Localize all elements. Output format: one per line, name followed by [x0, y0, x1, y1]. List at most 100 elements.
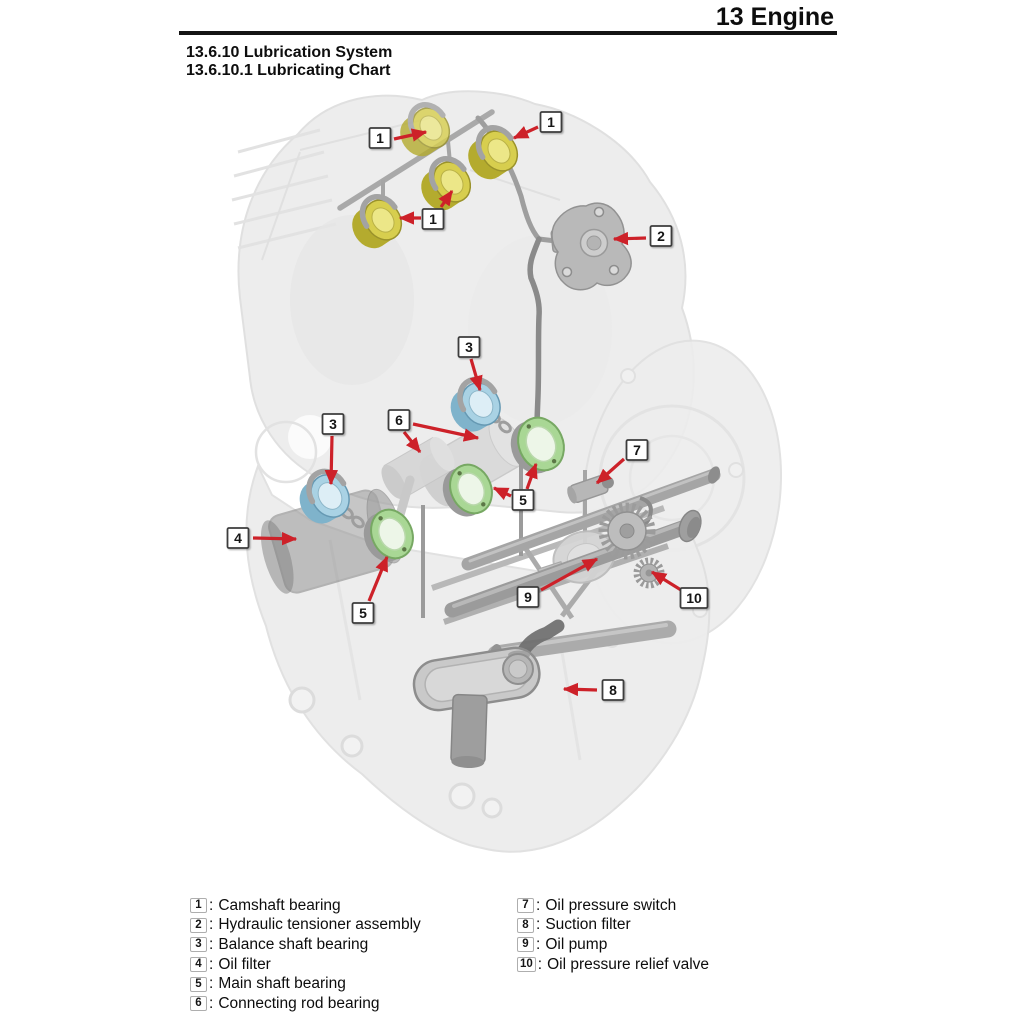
callout-box — [226, 527, 250, 549]
callout-arrow — [324, 435, 339, 486]
legend-label: Oil pump — [545, 935, 608, 953]
callout-camshaft-bearing-top: 1 — [368, 127, 428, 149]
callout-oil-pump: 9 — [516, 557, 599, 608]
callout-arrow — [438, 189, 454, 208]
legend-item-oil-pressure-switch: 7:Oil pressure switch — [517, 896, 709, 916]
section-title: 13.6.10 Lubrication System — [186, 44, 393, 61]
legend-number-box: 7 — [517, 898, 534, 914]
legend-label: Oil pressure switch — [545, 896, 677, 914]
legend-number-box: 1 — [190, 898, 207, 914]
legend-number-box: 4 — [190, 957, 207, 973]
callout-number: 1 — [429, 211, 437, 227]
camshaft-bearings — [352, 102, 519, 249]
callout-arrow — [412, 422, 480, 442]
callout-number: 6 — [395, 412, 403, 428]
legend-label: Main shaft bearing — [218, 975, 346, 993]
legend-number-box: 10 — [517, 957, 536, 973]
callout-box — [539, 111, 563, 133]
callout-oil-pressure-relief-valve: 10 — [650, 570, 709, 609]
legend-item-oil-pump: 9:Oil pump — [517, 935, 709, 955]
callout-arrow — [562, 682, 598, 697]
legend-number-box: 9 — [517, 937, 534, 953]
balance-shaft-bearings — [299, 376, 501, 524]
callout-box — [421, 208, 445, 230]
callout-camshaft-bearing-right: 1 — [512, 111, 563, 140]
callout-arrow — [252, 531, 298, 546]
callout-arrow — [650, 570, 682, 592]
callout-arrow — [367, 555, 389, 602]
callout-main-shaft-bearing-upper: 5 — [492, 462, 538, 511]
callout-box — [601, 679, 625, 701]
callout-arrow — [469, 358, 483, 392]
legend-label: Oil pressure relief valve — [547, 955, 710, 973]
legend-item-suction-filter: 8:Suction filter — [517, 916, 709, 936]
legend-separator: : — [209, 916, 214, 934]
legend-label: Connecting rod bearing — [218, 994, 380, 1012]
callout-oil-filter: 4 — [226, 527, 298, 549]
callout-camshaft-bearing-left: 1 — [398, 189, 454, 230]
callout-box — [321, 413, 345, 435]
legend-item-oil-filter: 4:Oil filter — [190, 955, 421, 975]
callout-arrow — [402, 431, 422, 453]
legend-item-hydraulic-tensioner-assembly: 2:Hydraulic tensioner assembly — [190, 916, 421, 936]
legend-item-oil-pressure-relief-valve: 10:Oil pressure relief valve — [517, 955, 709, 975]
legend-separator: : — [537, 955, 543, 973]
callout-box — [351, 602, 375, 624]
callout-number: 9 — [524, 589, 532, 605]
legend-item-camshaft-bearing: 1:Camshaft bearing — [190, 896, 421, 916]
callout-number: 2 — [657, 228, 665, 244]
legend-number-box: 3 — [190, 937, 207, 953]
callout-number: 8 — [609, 682, 617, 698]
callout-oil-pressure-switch: 7 — [595, 439, 649, 485]
legend-separator: : — [209, 975, 214, 993]
callout-box — [387, 409, 411, 431]
callout-suction-filter: 8 — [562, 679, 625, 701]
legend-label: Camshaft bearing — [218, 896, 341, 914]
legend-number-box: 5 — [190, 976, 207, 992]
callout-arrow — [524, 462, 538, 490]
legend-item-connecting-rod-bearing: 6:Connecting rod bearing — [190, 994, 421, 1014]
callout-arrow — [595, 457, 626, 485]
callout-arrow — [492, 486, 512, 501]
subsection-title: 13.6.10.1 Lubricating Chart — [186, 62, 391, 79]
callout-number: 5 — [359, 605, 367, 621]
legend-separator: : — [536, 935, 541, 953]
legend-item-main-shaft-bearing: 5:Main shaft bearing — [190, 974, 421, 994]
legend-item-balance-shaft-bearing: 3:Balance shaft bearing — [190, 935, 421, 955]
callout-number: 1 — [376, 130, 384, 146]
callout-box — [368, 127, 392, 149]
suction-filter-part — [412, 619, 565, 769]
main-shaft-bearings — [363, 416, 565, 562]
legend-separator: : — [209, 935, 214, 953]
callout-main-shaft-bearing-lower: 5 — [351, 555, 389, 624]
legend-separator: : — [209, 994, 214, 1012]
callout-number: 5 — [519, 492, 527, 508]
callout-hydraulic-tensioner: 2 — [612, 225, 673, 247]
legend-separator: : — [209, 955, 214, 973]
oil-pump-gear — [598, 502, 656, 560]
callout-arrow — [612, 231, 647, 246]
legend-separator: : — [209, 896, 214, 914]
callout-box — [516, 586, 540, 608]
legend-label: Suction filter — [545, 916, 631, 934]
legend-label: Oil filter — [218, 955, 271, 973]
callout-balance-shaft-bearing-upper: 3 — [457, 336, 483, 392]
hydraulic-tensioner-part — [550, 202, 632, 291]
callout-number: 3 — [329, 416, 337, 432]
callout-number: 1 — [547, 114, 555, 130]
callout-box — [625, 439, 649, 461]
callout-arrow — [393, 128, 428, 142]
legend-number-box: 8 — [517, 917, 534, 933]
legend-number-box: 6 — [190, 996, 207, 1012]
callout-box — [679, 587, 709, 609]
legend-number-box: 2 — [190, 917, 207, 933]
callout-number: 7 — [633, 442, 641, 458]
callout-number: 10 — [686, 590, 702, 606]
chapter-title: 13 Engine — [715, 3, 834, 31]
callout-number: 4 — [234, 530, 242, 546]
legend-label: Balance shaft bearing — [218, 935, 369, 953]
